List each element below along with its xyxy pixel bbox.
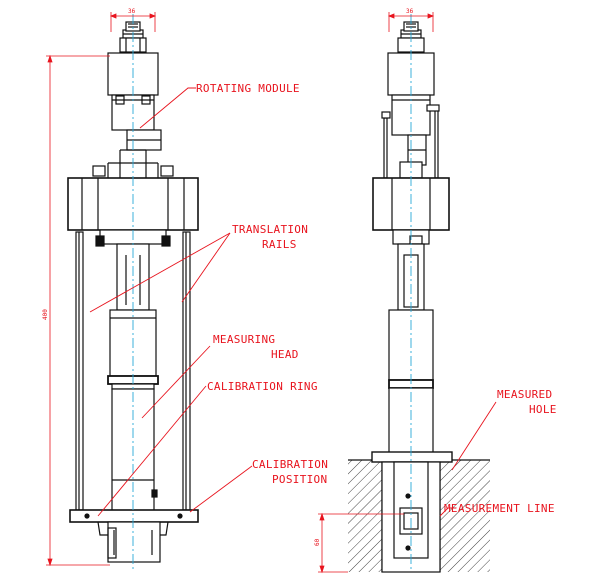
measured-hole xyxy=(371,451,453,573)
right-view xyxy=(348,14,490,573)
label-calibration-position-line1: CALIBRATION xyxy=(252,458,328,471)
leaders-right xyxy=(439,401,497,517)
label-measuring-head-line1: MEASURING xyxy=(213,333,275,346)
label-measured-hole-line1: MEASURED xyxy=(497,388,552,401)
label-measured-hole-line2: HOLE xyxy=(529,403,557,416)
calibration-plate-left xyxy=(69,509,199,563)
rotating-module-right xyxy=(381,52,440,179)
label-translation-rails-line1: TRANSLATION xyxy=(232,223,308,236)
dim-top-width-left: 36 xyxy=(128,8,136,15)
dimensions-right xyxy=(318,12,435,574)
label-calibration-ring: CALIBRATION RING xyxy=(207,380,318,393)
label-measuring-head-line2: HEAD xyxy=(271,348,299,361)
label-translation-rails-line2: RAILS xyxy=(262,238,297,251)
dimensions-left xyxy=(46,12,157,567)
dim-top-width-right: 36 xyxy=(406,8,414,15)
left-view xyxy=(67,14,199,570)
leaders-left xyxy=(89,87,253,517)
dim-probe-offset: 60 xyxy=(314,538,321,546)
dim-overall-height: 400 xyxy=(42,309,49,320)
label-calibration-position-line2: POSITION xyxy=(272,473,327,486)
label-measurement-line: MEASUREMENT LINE xyxy=(444,502,555,515)
label-rotating-module: ROTATING MODULE xyxy=(196,82,300,95)
